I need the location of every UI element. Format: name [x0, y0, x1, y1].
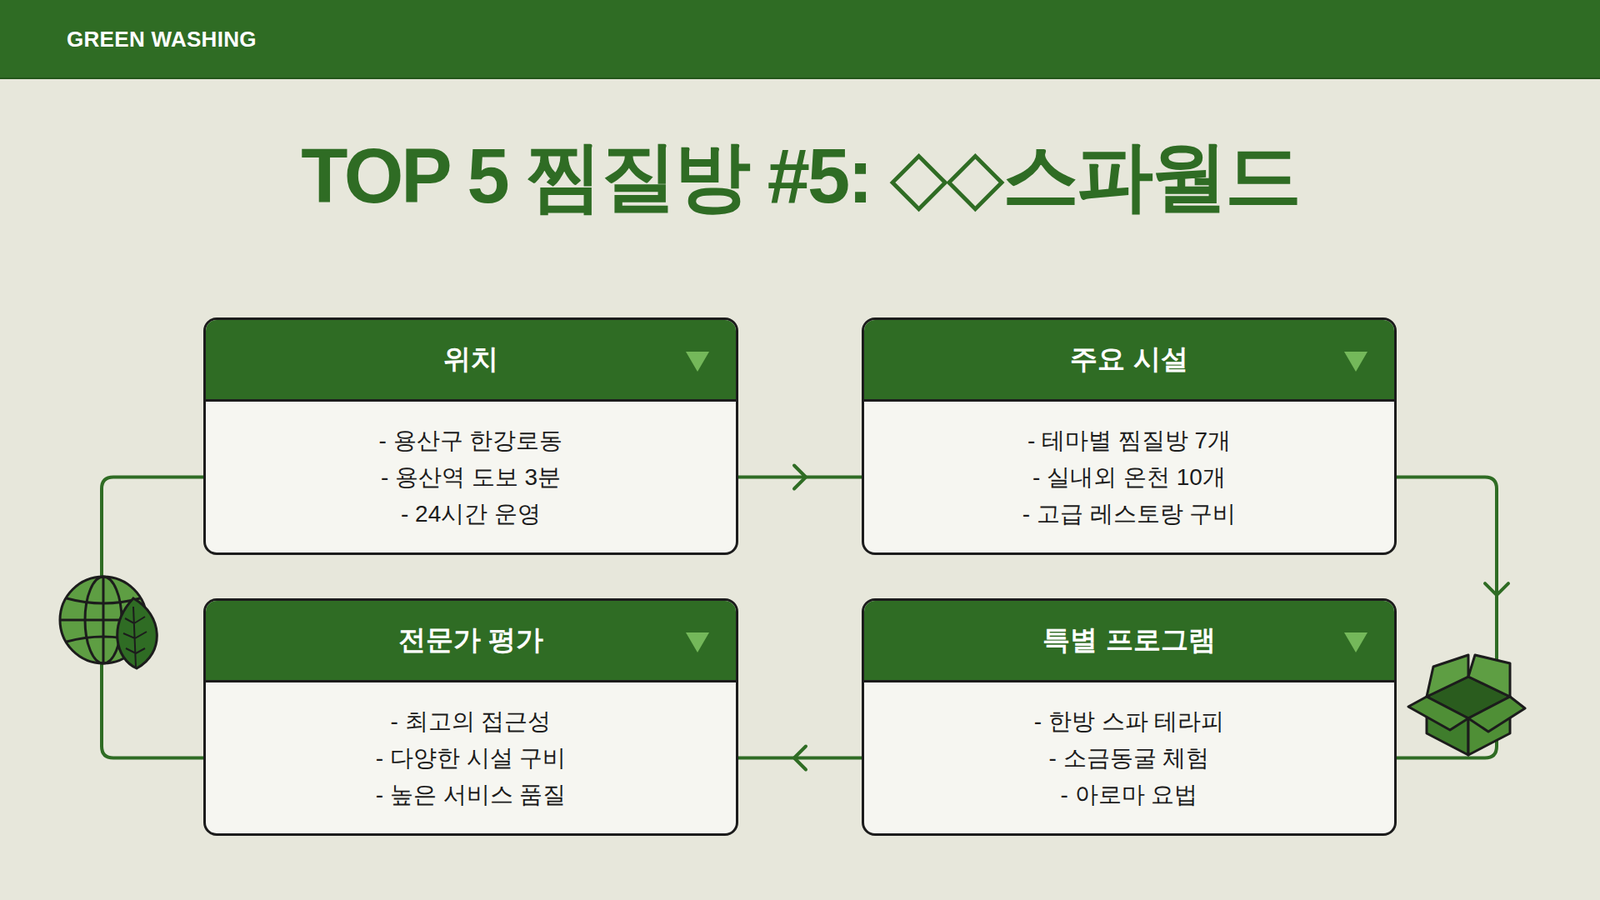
- card-item: - 소금동굴 체험: [1049, 740, 1210, 777]
- card-heading: 위치: [443, 340, 499, 379]
- globe-icon: [60, 576, 157, 669]
- card-item: - 한방 스파 테라피: [1034, 703, 1225, 740]
- arrow-chevron: [794, 746, 806, 770]
- card-heading: 전문가 평가: [398, 621, 544, 660]
- arrow-chevron: [1485, 583, 1509, 595]
- brand-label: GREEN WASHING: [66, 26, 257, 53]
- card-item: - 용산구 한강로동: [379, 422, 564, 460]
- flow-connector: [738, 756, 862, 760]
- flow-connector: [738, 475, 862, 480]
- dropdown-triangle: [684, 350, 711, 374]
- card-item: - 고급 레스토랑 구비: [1022, 495, 1237, 533]
- triangle-shape: [685, 351, 710, 372]
- card-item: - 다양한 시설 구비: [375, 740, 567, 777]
- card-item: - 용산역 도보 3분: [380, 459, 561, 496]
- dropdown-triangle: [684, 630, 711, 655]
- info-card: 위치 - 용산구 한강로동- 용산역 도보 3분- 24시간 운영: [203, 317, 739, 555]
- card-item: - 실내외 온천 10개: [1032, 459, 1226, 496]
- info-card: 특별 프로그램 - 한방 스파 테라피- 소금동굴 체험- 아로마 요법: [861, 598, 1397, 836]
- card-header: 위치: [205, 320, 736, 402]
- info-card: 주요 시설 - 테마별 찜질방 7개- 실내외 온천 10개- 고급 레스토랑 구…: [861, 317, 1397, 555]
- info-card: 전문가 평가 - 최고의 접근성- 다양한 시설 구비- 높은 서비스 품질: [203, 598, 739, 836]
- card-body: - 최고의 접근성- 다양한 시설 구비- 높은 서비스 품질: [205, 682, 736, 834]
- card-item: - 높은 서비스 품질: [375, 776, 567, 814]
- dropdown-triangle: [1342, 630, 1370, 655]
- triangle-shape: [1344, 351, 1368, 372]
- card-header: 전문가 평가: [205, 600, 736, 683]
- dropdown-triangle: [1342, 350, 1370, 374]
- card-heading: 주요 시설: [1070, 340, 1188, 379]
- card-header: 주요 시설: [864, 320, 1395, 402]
- arrow-chevron: [794, 465, 806, 490]
- card-body: - 한방 스파 테라피- 소금동굴 체험- 아로마 요법: [864, 682, 1395, 834]
- triangle-shape: [1344, 632, 1368, 653]
- card-item: - 아로마 요법: [1060, 776, 1199, 814]
- card-body: - 용산구 한강로동- 용산역 도보 3분- 24시간 운영: [205, 401, 736, 553]
- card-header: 특별 프로그램: [864, 600, 1395, 683]
- card-body: - 테마별 찜질방 7개- 실내외 온천 10개- 고급 레스토랑 구비: [864, 401, 1395, 553]
- card-item: - 24시간 운영: [400, 495, 541, 533]
- card-item: - 최고의 접근성: [390, 703, 552, 740]
- box-icon: [1408, 655, 1525, 755]
- page-title: TOP 5 찜질방 #5: ◇◇스파월드: [0, 125, 1600, 229]
- triangle-shape: [685, 632, 710, 653]
- card-heading: 특별 프로그램: [1042, 621, 1215, 660]
- card-item: - 테마별 찜질방 7개: [1027, 422, 1231, 460]
